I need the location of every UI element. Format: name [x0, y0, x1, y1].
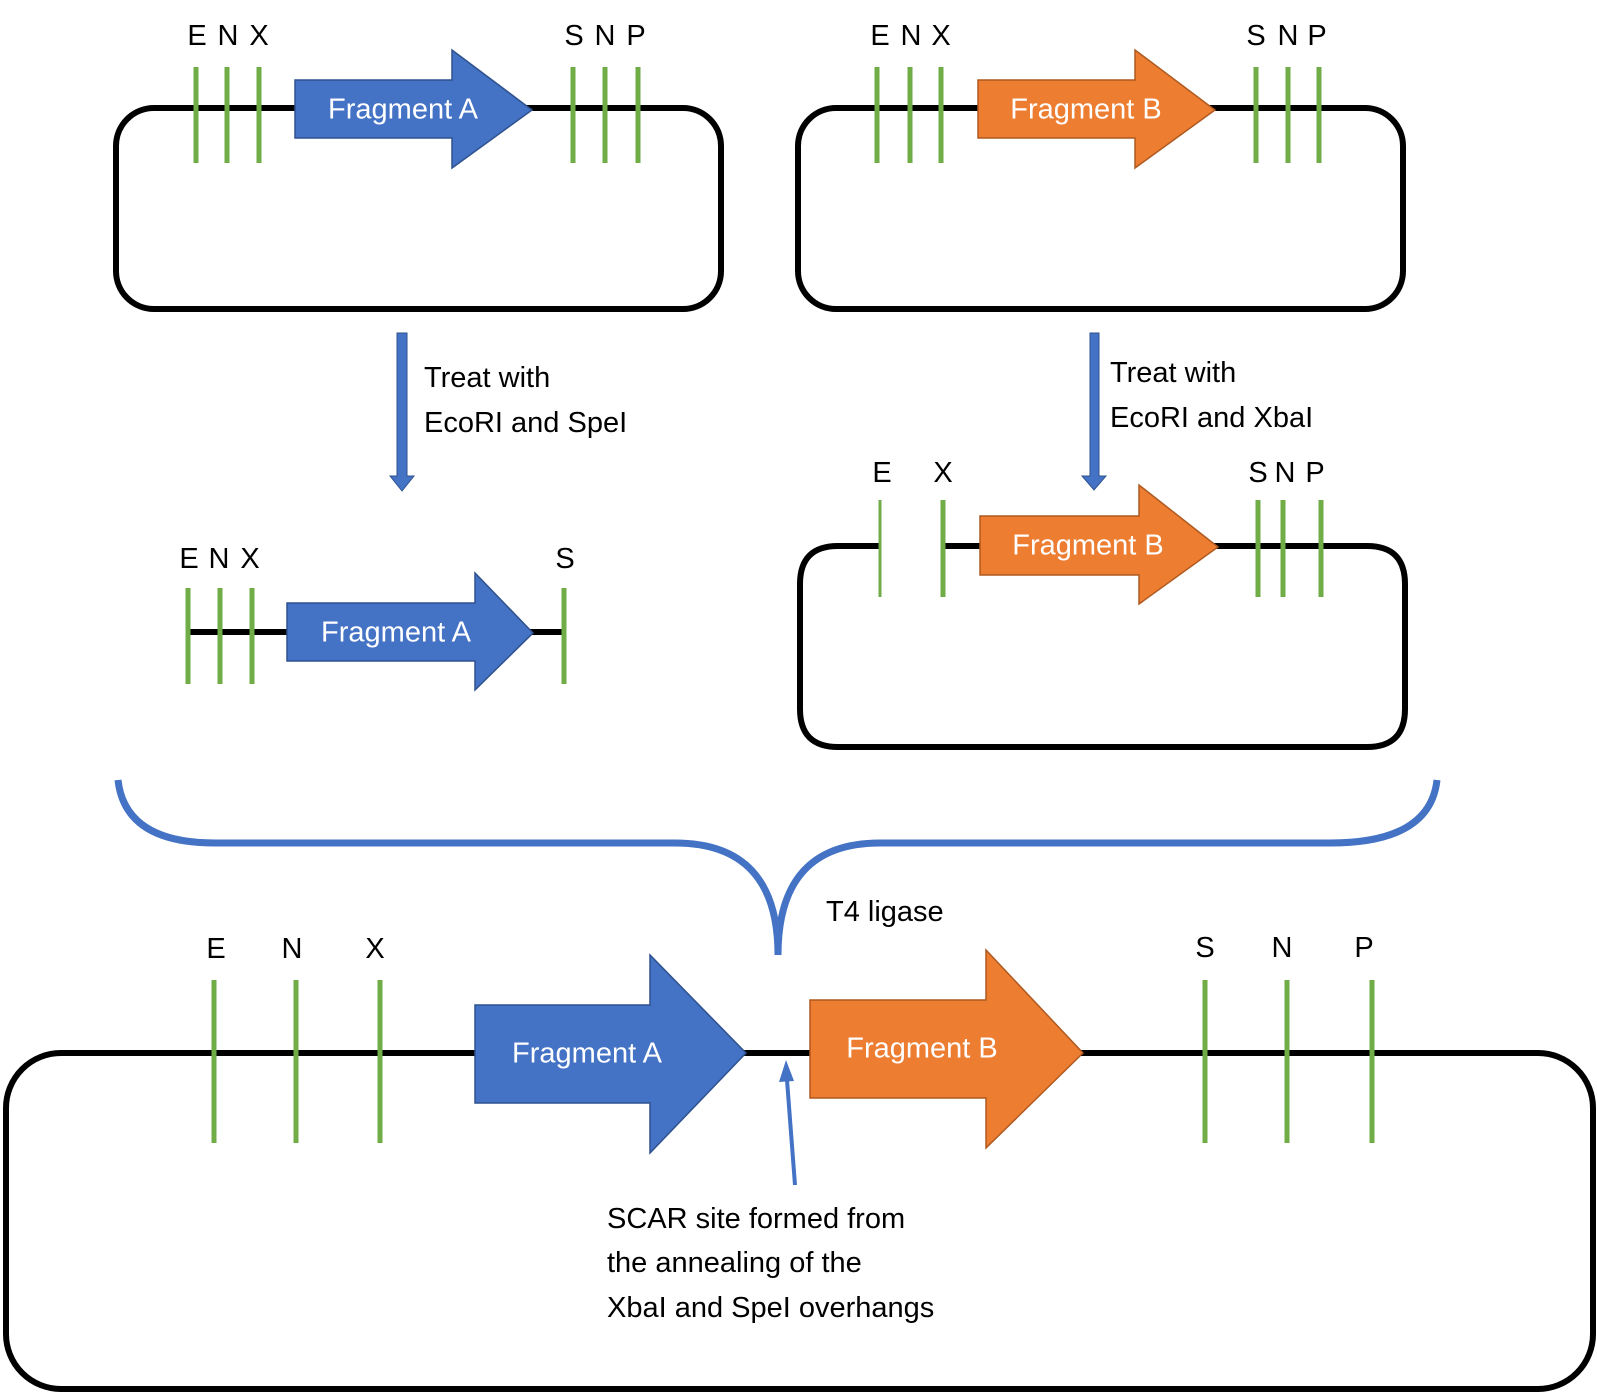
site-label-s: S [1195, 932, 1214, 964]
scar-note-line1: SCAR site formed from [607, 1203, 905, 1235]
plasmid-b: Fragment B E N X S N P [795, 20, 1406, 312]
site-label-n: N [1278, 20, 1299, 52]
plasmid-b-backbone-open [797, 543, 1408, 750]
site-label-e: E [872, 457, 891, 489]
fragment-b-label: Fragment B [846, 1033, 998, 1065]
step-b-line1: Treat with [1110, 357, 1236, 389]
site-label-s: S [564, 20, 583, 52]
down-arrow-icon [388, 332, 416, 492]
down-arrow-icon [1080, 332, 1108, 491]
fragment-b-label: Fragment B [1012, 530, 1164, 562]
digested-plasmid-b: Fragment B E X S N P [797, 457, 1408, 750]
plasmid-a: Fragment A E N X S N P [113, 20, 724, 312]
result-plasmid: Fragment A Fragment B E N X S N P SCAR s… [3, 932, 1596, 1392]
fragment-a-arrow [286, 571, 535, 692]
step-b-line2: EcoRI and XbaI [1110, 402, 1313, 434]
t4-ligase-label: T4 ligase [826, 896, 944, 928]
site-label-n: N [282, 933, 303, 965]
site-label-e: E [187, 20, 206, 52]
site-label-n: N [1275, 457, 1296, 489]
scar-pointer-line [785, 1079, 797, 1186]
scar-note-line3: XbaI and SpeI overhangs [607, 1292, 934, 1324]
fragment-a-label: Fragment A [512, 1038, 663, 1070]
site-label-n: N [209, 543, 230, 575]
step-a-line1: Treat with [424, 362, 550, 394]
site-label-x: X [365, 933, 384, 965]
step-b: Treat with EcoRI and XbaI [1080, 332, 1313, 491]
fragment-b-label: Fragment B [1010, 94, 1162, 126]
site-label-e: E [179, 543, 198, 575]
site-label-n: N [218, 20, 239, 52]
site-label-s: S [1246, 20, 1265, 52]
site-label-n: N [595, 20, 616, 52]
ligation-brace: T4 ligase [114, 779, 1441, 956]
site-label-e: E [870, 20, 889, 52]
site-label-e: E [206, 933, 225, 965]
site-label-n: N [1272, 932, 1293, 964]
site-label-p: P [1307, 20, 1326, 52]
step-a: Treat with EcoRI and SpeI [388, 332, 627, 492]
site-label-x: X [240, 543, 259, 575]
site-label-p: P [1354, 932, 1373, 964]
curly-brace-icon [114, 779, 1441, 956]
scar-note-line2: the annealing of the [607, 1247, 862, 1279]
step-a-line2: EcoRI and SpeI [424, 407, 627, 439]
fragment-a-label: Fragment A [321, 617, 472, 649]
fragment-b-arrow [809, 948, 1085, 1150]
site-label-x: X [249, 20, 268, 52]
site-label-n: N [901, 20, 922, 52]
site-label-p: P [626, 20, 645, 52]
fragment-b-arrow [977, 48, 1217, 170]
fragment-b-arrow [979, 483, 1220, 606]
up-arrow-icon [779, 1060, 794, 1082]
site-label-s: S [1248, 457, 1267, 489]
result-plasmid-backbone [3, 1050, 1596, 1392]
fragment-a-arrow [294, 48, 534, 170]
site-label-p: P [1305, 457, 1324, 489]
site-label-s: S [555, 543, 574, 575]
fragment-a-label: Fragment A [328, 94, 479, 126]
digested-fragment-a: Fragment A E N X S [179, 543, 575, 692]
fragment-a-arrow [474, 953, 748, 1155]
site-label-x: X [933, 457, 952, 489]
site-label-x: X [931, 20, 950, 52]
